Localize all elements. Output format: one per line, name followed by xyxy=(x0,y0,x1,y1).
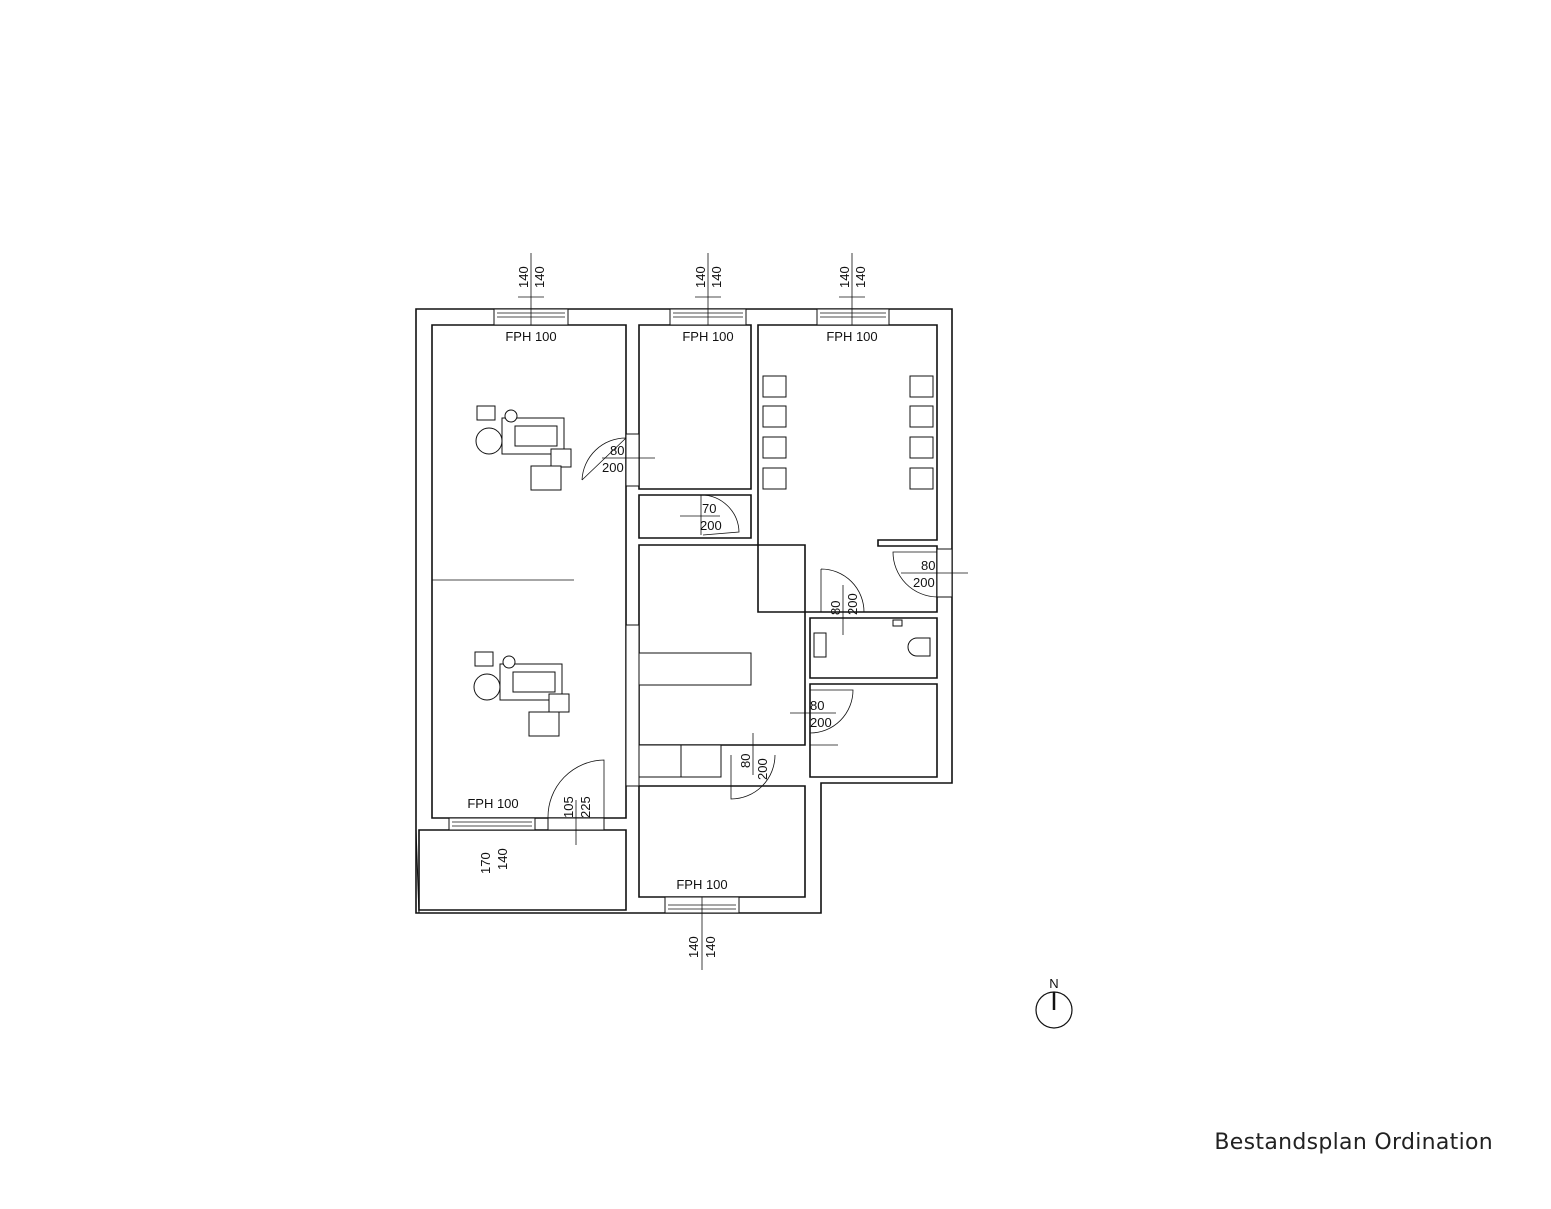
window-label: FPH 100 xyxy=(467,796,518,811)
partitions xyxy=(415,579,752,914)
waiting-chairs xyxy=(762,375,934,490)
window-width: 170 xyxy=(478,852,493,874)
door-height: 200 xyxy=(700,518,722,533)
door-height: 225 xyxy=(578,796,593,818)
window-label: FPH 100 xyxy=(676,877,727,892)
window-label: FPH 100 xyxy=(682,329,733,344)
windows xyxy=(448,308,953,914)
door-width: 80 xyxy=(610,443,624,458)
cabinet xyxy=(680,744,722,778)
door-width: 80 xyxy=(738,754,753,768)
door-width: 80 xyxy=(921,558,935,573)
door-height: 200 xyxy=(810,715,832,730)
window-label: FPH 100 xyxy=(505,329,556,344)
door-height: 200 xyxy=(845,593,860,615)
window-label: FPH 100 xyxy=(826,329,877,344)
partition-wall xyxy=(625,624,640,787)
doors xyxy=(547,433,968,819)
door-height: 200 xyxy=(602,460,624,475)
door-width: 80 xyxy=(810,698,824,713)
window-axes xyxy=(518,253,865,970)
dental-unit-2 xyxy=(473,651,570,737)
window-width: 140 xyxy=(686,936,701,958)
north-label: N xyxy=(1049,976,1058,991)
door-height: 200 xyxy=(755,758,770,780)
window-height: 140 xyxy=(703,936,718,958)
door-width: 70 xyxy=(702,501,716,516)
dental-unit-1 xyxy=(475,405,572,491)
north-arrow-icon: N xyxy=(1035,976,1073,1029)
plan-title: Bestandsplan Ordination xyxy=(1214,1130,1493,1155)
window-height: 140 xyxy=(495,848,510,870)
window-width: 140 xyxy=(516,266,531,288)
door-width: 105 xyxy=(561,796,576,818)
window-height: 140 xyxy=(853,266,868,288)
door-width: 80 xyxy=(828,601,843,615)
window-width: 140 xyxy=(693,266,708,288)
window-height: 140 xyxy=(709,266,724,288)
cabinet xyxy=(638,744,682,778)
window-height: 140 xyxy=(532,266,547,288)
wc-fixtures xyxy=(813,619,931,658)
counter xyxy=(638,652,752,686)
door-height: 200 xyxy=(913,575,935,590)
window-width: 140 xyxy=(837,266,852,288)
